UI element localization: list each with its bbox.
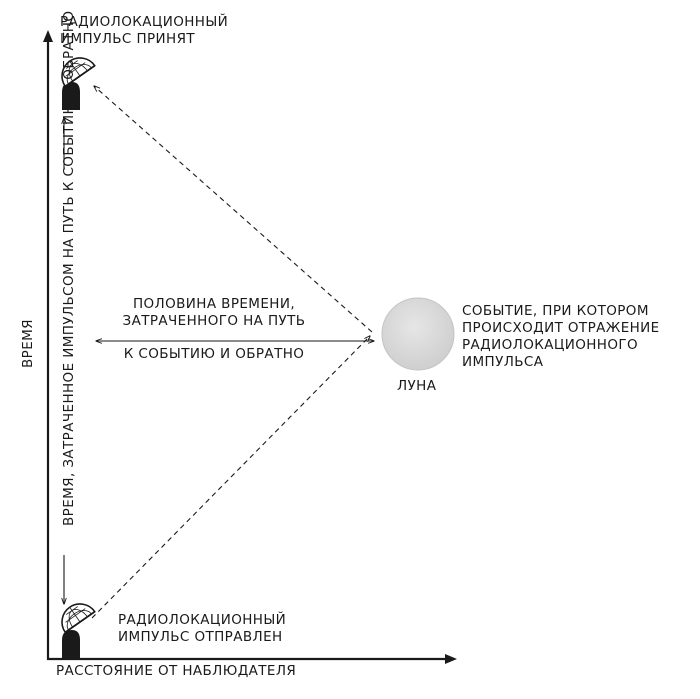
round-trip-time-label: ВРЕМЯ, ЗАТРАЧЕННОЕ ИМПУЛЬСОМ НА ПУТЬ К С… [61,11,78,526]
half-time-label-top: ПОЛОВИНА ВРЕМЕНИ, ЗАТРАЧЕННОГО НА ПУТЬ [108,296,320,330]
pulse-path-return [94,86,373,333]
distance-axis-label: РАССТОЯНИЕ ОТ НАБЛЮДАТЕЛЯ [56,663,297,679]
reflection-line-1: СОБЫТИЕ, ПРИ КОТОРОМ [462,303,649,319]
half-time-line-2: ЗАТРАЧЕННОГО НА ПУТЬ [122,313,306,329]
moon-label: ЛУНА [397,378,437,394]
pulse-sent-line-1: РАДИОЛОКАЦИОННЫЙ [118,612,287,628]
pulse-received-line-1: РАДИОЛОКАЦИОННЫЙ [60,14,229,30]
round-trip-line-1: ВРЕМЯ, ЗАТРАЧЕННОЕ ИМПУЛЬСОМ НА ПУТЬ [61,195,77,526]
pulse-sent-label: РАДИОЛОКАЦИОННЫЙ ИМПУЛЬС ОТПРАВЛЕН [118,612,286,646]
half-time-line-3: К СОБЫТИЮ И ОБРАТНО [123,346,305,362]
round-trip-line-2: К СОБЫТИЮ И ОБРАТНО [61,10,77,192]
reflection-line-4: ИМПУЛЬСА [462,354,544,370]
half-time-label-bottom: К СОБЫТИЮ И ОБРАТНО [108,346,320,363]
half-time-line-1: ПОЛОВИНА ВРЕМЕНИ, [132,296,296,312]
reflection-line-2: ПРОИСХОДИТ ОТРАЖЕНИЕ [462,320,660,336]
pulse-sent-line-2: ИМПУЛЬС ОТПРАВЛЕН [118,629,283,645]
reflection-event-label: СОБЫТИЕ, ПРИ КОТОРОМ ПРОИСХОДИТ ОТРАЖЕНИ… [462,303,660,371]
moon-circle [381,297,455,371]
pulse-received-label: РАДИОЛОКАЦИОННЫЙ ИМПУЛЬС ПРИНЯТ [60,14,228,48]
time-axis-label: ВРЕМЯ [20,319,36,368]
time-axis-arrowhead [43,30,53,42]
radar-dish-sent-icon [61,603,96,658]
pulse-path-outgoing [91,336,370,619]
radar-dish-received-icon [61,57,96,110]
distance-axis-arrowhead [445,654,457,664]
pulse-received-line-2: ИМПУЛЬС ПРИНЯТ [60,31,196,47]
reflection-line-3: РАДИОЛОКАЦИОННОГО [462,337,639,353]
time-axis [43,30,53,660]
distance-axis [47,654,457,664]
